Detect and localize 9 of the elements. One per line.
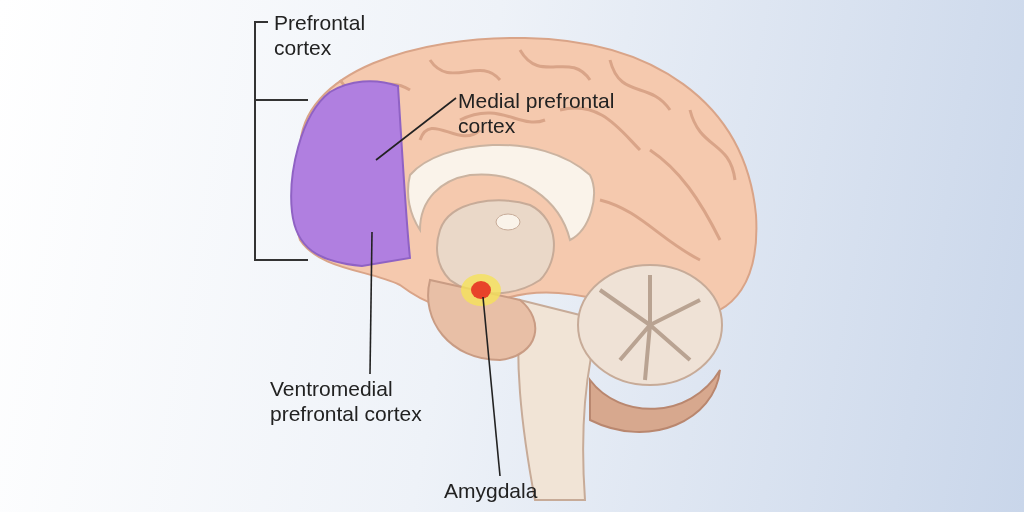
leader-line: [482, 296, 501, 477]
leader-line: [375, 97, 457, 161]
region-label: Amygdala: [444, 478, 584, 503]
highlight-spot: [461, 274, 501, 306]
region-label: Ventromedial prefrontal cortex: [270, 376, 470, 426]
region-label: Medial prefrontal cortex: [458, 88, 633, 138]
region-label: Prefrontal cortex: [274, 10, 367, 60]
brain-region: [290, 80, 411, 267]
leader-line: [369, 231, 373, 375]
